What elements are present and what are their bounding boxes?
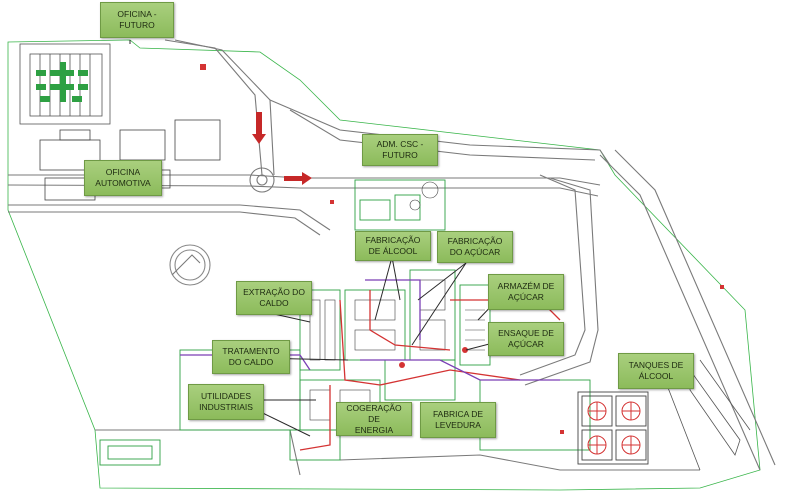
label-oficina-automotiva: OFICINA AUTOMOTIVA [84, 160, 162, 196]
label-utilidades-industriais: UTILIDADES INDUSTRIAIS [188, 384, 264, 420]
label-oficina-futuro: OFICINA - FUTURO [100, 2, 174, 38]
label-armazem-acucar: ARMAZÉM DE AÇÚCAR [488, 274, 564, 310]
label-adm-csc-futuro: ADM. CSC - FUTURO [362, 134, 438, 166]
roads [7, 39, 776, 476]
label-fabrica-levedura: FABRICA DE LEVEDURA [420, 402, 496, 438]
label-tratamento-caldo: TRATAMENTO DO CALDO [212, 340, 290, 374]
label-fabricacao-alcool: FABRICAÇÃO DE ÁLCOOL [355, 231, 431, 261]
site-boundary [7, 39, 761, 491]
label-extracao-caldo: EXTRAÇÃO DO CALDO [236, 281, 312, 315]
label-tanques-alcool: TANQUES DE ÁLCOOL [618, 353, 694, 389]
flow-arrows [252, 112, 312, 185]
label-cogeracao-energia: COGERAÇÃO DE ENERGIA [336, 402, 412, 436]
parking-cars [36, 62, 88, 102]
label-fabricacao-acucar: FABRICAÇÃO DO AÇÚCAR [437, 231, 513, 263]
detail-marks [200, 64, 724, 434]
plant-detail [309, 181, 485, 421]
tank-farm [577, 391, 649, 465]
tanks [587, 401, 641, 455]
label-ensaque-acucar: ENSAQUE DE AÇÚCAR [488, 322, 564, 356]
